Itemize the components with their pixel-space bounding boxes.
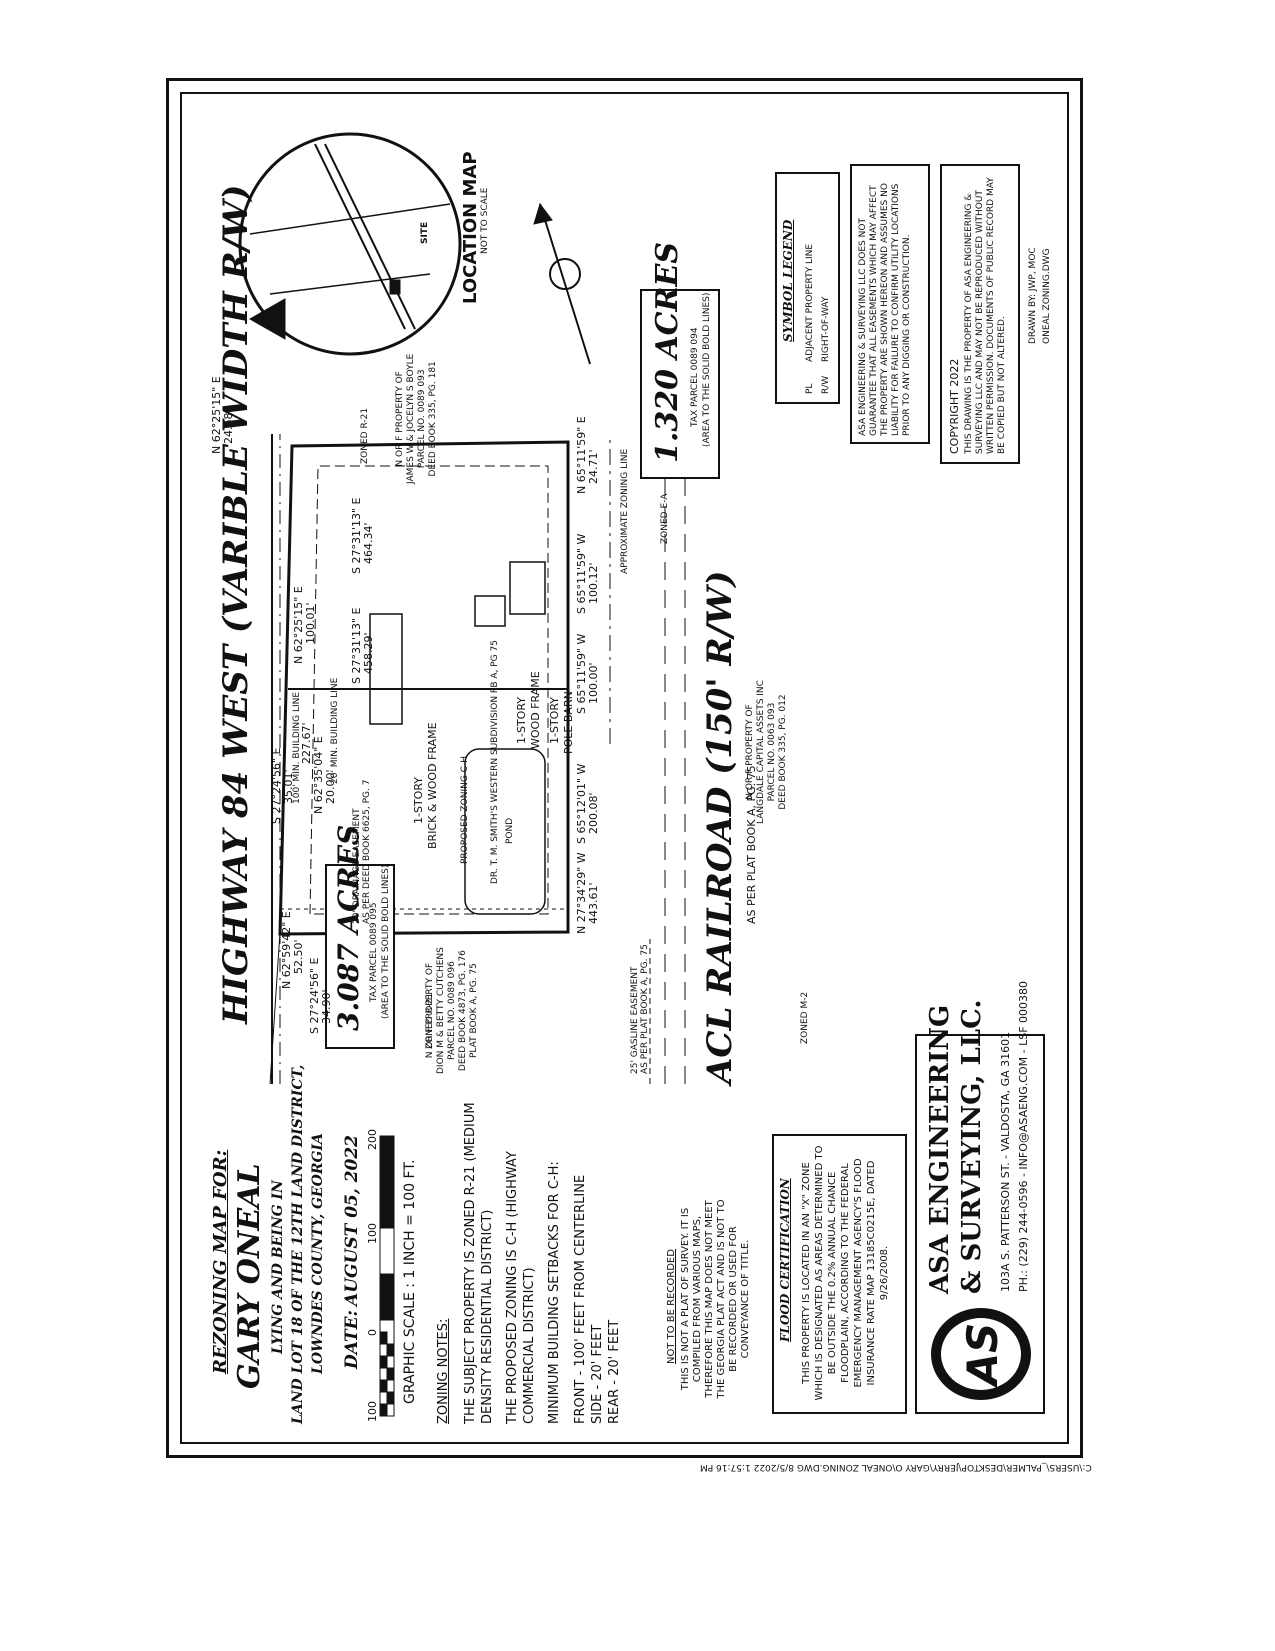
house-brick-wood <box>369 613 403 725</box>
drainage-label2: AS PER DEED BOOK 6625, PG. 7 <box>362 779 372 924</box>
location-site-label: SITE <box>420 221 430 244</box>
location-map-subtitle: NOT TO SCALE <box>480 187 490 254</box>
location-map-circle <box>238 132 462 356</box>
highway-label: HIGHWAY 84 WEST (VARIBLE WIDTH R/W) <box>216 184 256 1024</box>
bearing-13-dist: 200.08' <box>587 792 600 834</box>
us-hwy-84-road <box>314 143 406 330</box>
proposed-zoning-label: PROPOSED ZONING C-H <box>460 756 470 864</box>
bearing-3-dist: 35.01' <box>282 769 295 804</box>
site-marker <box>389 279 401 295</box>
house1-label-a: 1-STORY <box>412 777 425 824</box>
bearing-11-dist: 100.12' <box>587 562 600 604</box>
dwg-name: ONEAL ZONING.DWG <box>1042 248 1052 344</box>
pond-outline <box>464 748 546 915</box>
acreage-box-small: 1.320 ACRES TAX PARCEL 0089 094 (AREA TO… <box>640 242 720 479</box>
copyright-box: COPYRIGHT 2022 THIS DRAWING IS THE PROPE… <box>940 164 1020 464</box>
drainage-label: 20' DRAINAGE EASEMENT <box>352 808 362 924</box>
gas-easement-label2: AS PER PLAT BOOK A, PG. 75 <box>640 944 650 1074</box>
zoning-m2: ZONED M-2 <box>800 991 810 1044</box>
railroad-label: ACL RAILROAD (150' R/W) <box>700 570 740 1084</box>
bearing-7-dist: 24.68' <box>222 409 235 444</box>
bearing-1-dist: 52.50' <box>292 939 305 974</box>
legend-row1-symbol: PL <box>805 383 815 394</box>
bearing-9-dist: 458.29' <box>362 632 375 674</box>
legend-row2-label: RIGHT-OF-WAY <box>821 296 831 362</box>
building-line-label: 20' MIN. BUILDING LINE <box>330 677 340 784</box>
parcel-3087-boundary <box>278 440 570 936</box>
bearing-12-dist: 100.00' <box>587 662 600 704</box>
location-map-title: LOCATION MAP <box>460 151 481 304</box>
gas-easement-label: 25' GASLINE EASEMENT <box>630 966 640 1074</box>
legend-row2-symbol: R/W <box>821 375 831 394</box>
house1-label-b: BRICK & WOOD FRAME <box>426 722 439 849</box>
disclaimer-text: ASA ENGINEERING & SURVEYING LLC DOES NOT… <box>858 183 912 436</box>
bearing-14-dist: 443.61' <box>587 882 600 924</box>
building-setback-line <box>309 465 549 915</box>
symbol-legend-box: SYMBOL LEGEND PL ADJACENT PROPERTY LINE … <box>775 172 840 404</box>
north-arrow-icon <box>248 298 286 340</box>
bearing-6-dist: 100.01' <box>304 602 317 644</box>
grid-north-arrow <box>539 203 591 365</box>
bearing-8-dist: 464.34' <box>362 522 375 564</box>
drawn-by: DRAWN BY: JWP, MOC <box>1028 247 1038 344</box>
graphic-scale-bar <box>379 1135 395 1417</box>
outbuilding <box>474 595 506 627</box>
house2-label-b: WOOD FRAME <box>529 671 542 749</box>
house-wood-frame <box>509 561 546 615</box>
acreage-small-note: (AREA TO THE SOLID BOLD LINES) <box>702 292 712 447</box>
asa-logo-icon: AS <box>931 1308 1031 1400</box>
bearing-10-dist: 24.71' <box>587 449 600 484</box>
company-block: AS ASA ENGINEERING & SURVEYING, LLC. 103… <box>915 981 1045 1414</box>
zoning-r21-west: ZONED R-21 <box>425 992 435 1049</box>
legend-row1-label: ADJACENT PROPERTY LINE <box>805 243 815 362</box>
north-arrow-symbol-icon <box>549 258 581 290</box>
riverside-rd <box>269 273 431 295</box>
bearing-2-dist: 34.90' <box>320 989 333 1024</box>
zoning-ea: ZONED E-A <box>660 493 670 544</box>
inner-border <box>180 92 1069 1444</box>
svg-text:AS: AS <box>958 1323 1007 1389</box>
zoning-r21-north: ZONED R-21 <box>360 407 370 464</box>
acreage-small-parcel: TAX PARCEL 0089 094 <box>690 327 700 427</box>
barn-label-a: 1-STORY <box>548 697 561 744</box>
approx-zoning-label: APPROXIMATE ZONING LINE <box>620 448 630 574</box>
legend-heading: SYMBOL LEGEND <box>781 219 795 342</box>
west-adjacent-line <box>269 931 281 1085</box>
outer-border <box>166 78 1083 1458</box>
copyright-heading: COPYRIGHT 2022 <box>948 358 961 454</box>
barn-label-b: POLE BARN <box>562 691 575 754</box>
subdivision-label: DR. T. M. SMITH'S WESTERN SUBDIVISION PB… <box>490 640 500 884</box>
file-path-footer: C:\USERS\_PALMER\DESKTOP\JERRY\GARY O\ON… <box>700 1462 1092 1472</box>
acreage-small-value: 1.320 ACRES <box>650 241 685 463</box>
bearing-4-dist: 20.00' <box>324 769 337 804</box>
pond-label: POND <box>505 817 515 844</box>
disclaimer-box: ASA ENGINEERING & SURVEYING LLC DOES NOT… <box>850 164 930 444</box>
rotated-sheet: REZONING MAP FOR: GARY ONEAL LYING AND B… <box>180 92 1069 1444</box>
james-rd <box>249 203 451 235</box>
acreage-large-note: (AREA TO THE SOLID BOLD LINES) <box>381 864 391 1019</box>
copyright-text: THIS DRAWING IS THE PROPERTY OF ASA ENGI… <box>964 177 1007 454</box>
house2-label-a: 1-STORY <box>515 697 528 744</box>
bearing-5: 227.67' <box>300 722 313 764</box>
